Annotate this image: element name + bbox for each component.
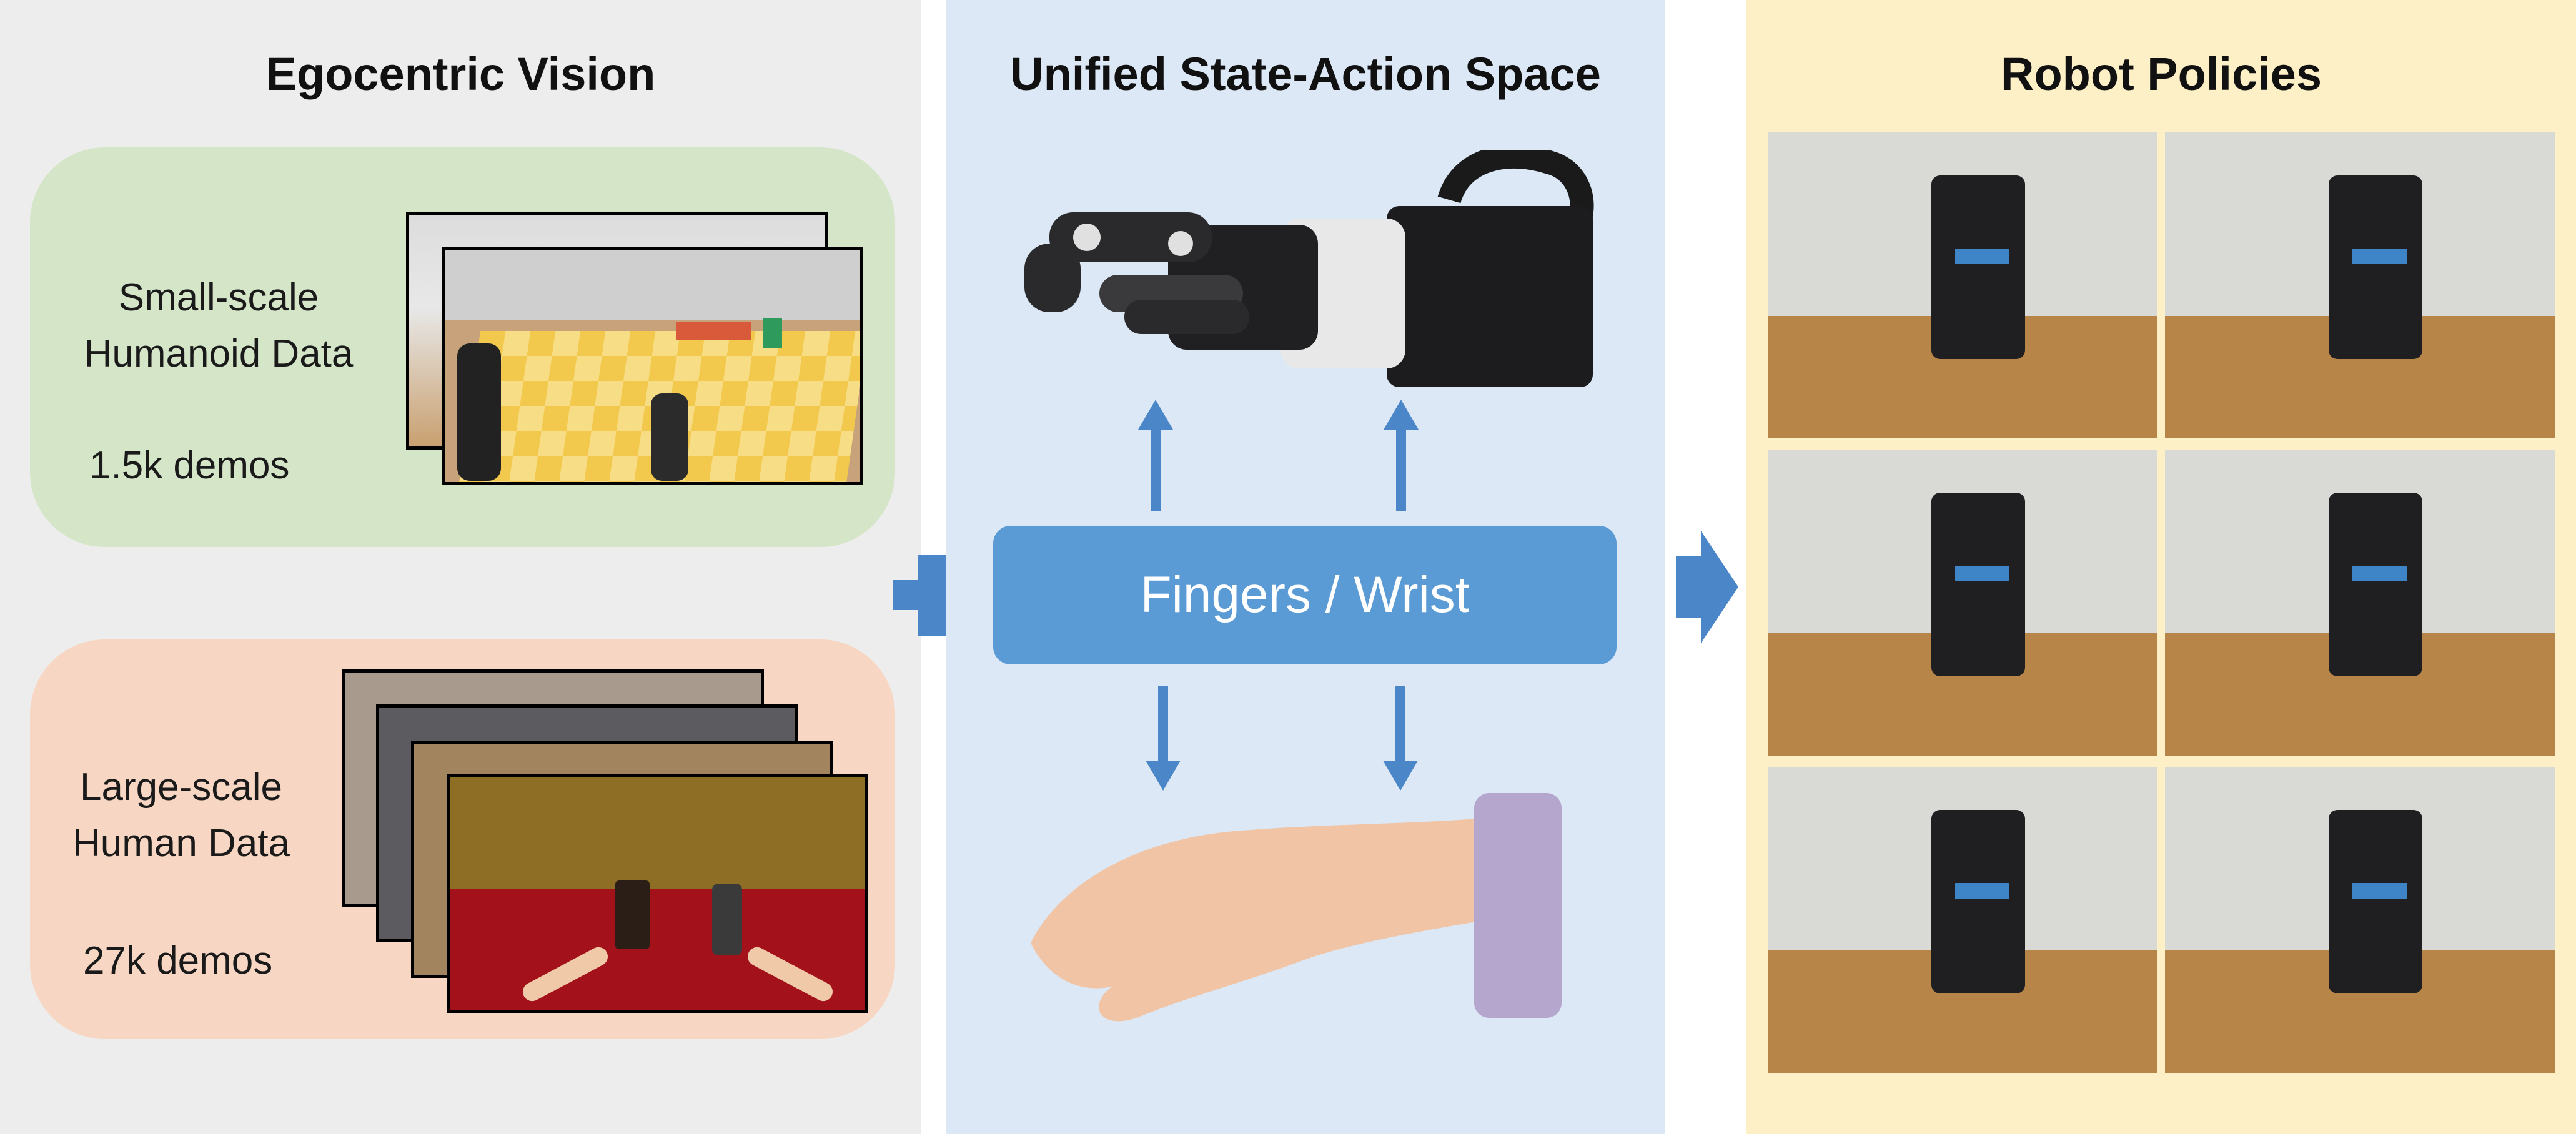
robot-policy-photo-5 (1768, 767, 2157, 1073)
arrow-right-icon (1676, 531, 1738, 643)
robot-policy-photo-6 (2165, 767, 2555, 1073)
human-data-line1: Large-scale (80, 766, 282, 809)
human-data-line2: Human Data (72, 822, 290, 865)
humanoid-video-frame-front (442, 247, 863, 485)
arrow-down-icon (1383, 686, 1418, 791)
arrow-down-icon (1146, 686, 1181, 791)
arrow-up-icon (1138, 400, 1173, 511)
fingers-wrist-label: Fingers / Wrist (1140, 566, 1470, 623)
egocentric-vision-panel: Egocentric Vision Small-scale Humanoid D… (0, 0, 921, 1134)
humanoid-data-line2: Humanoid Data (84, 332, 354, 375)
arrow-up-icon (1384, 400, 1419, 511)
human-demos-count: 27k demos (83, 939, 273, 982)
panel-title-egocentric-vision: Egocentric Vision (265, 48, 656, 100)
human-hand-illustration (1031, 793, 1562, 1022)
fingers-wrist-box: Fingers / Wrist (993, 526, 1617, 664)
humanoid-data-label: Small-scale Humanoid Data (56, 270, 381, 382)
humanoid-demos-count: 1.5k demos (89, 444, 290, 487)
human-data-label: Large-scale Human Data (56, 759, 306, 872)
human-video-frame-4 (447, 774, 868, 1013)
robot-policy-photo-2 (2165, 132, 2555, 438)
robot-policy-photo-1 (1768, 132, 2157, 438)
panel-title-robot-policies: Robot Policies (2001, 48, 2322, 100)
robot-policy-photo-4 (2165, 450, 2555, 756)
humanoid-data-line1: Small-scale (118, 276, 319, 319)
panel-title-unified-state-action: Unified State-Action Space (1010, 48, 1601, 100)
robot-hand-illustration (1024, 150, 1594, 387)
robot-policy-photo-3 (1768, 450, 2157, 756)
